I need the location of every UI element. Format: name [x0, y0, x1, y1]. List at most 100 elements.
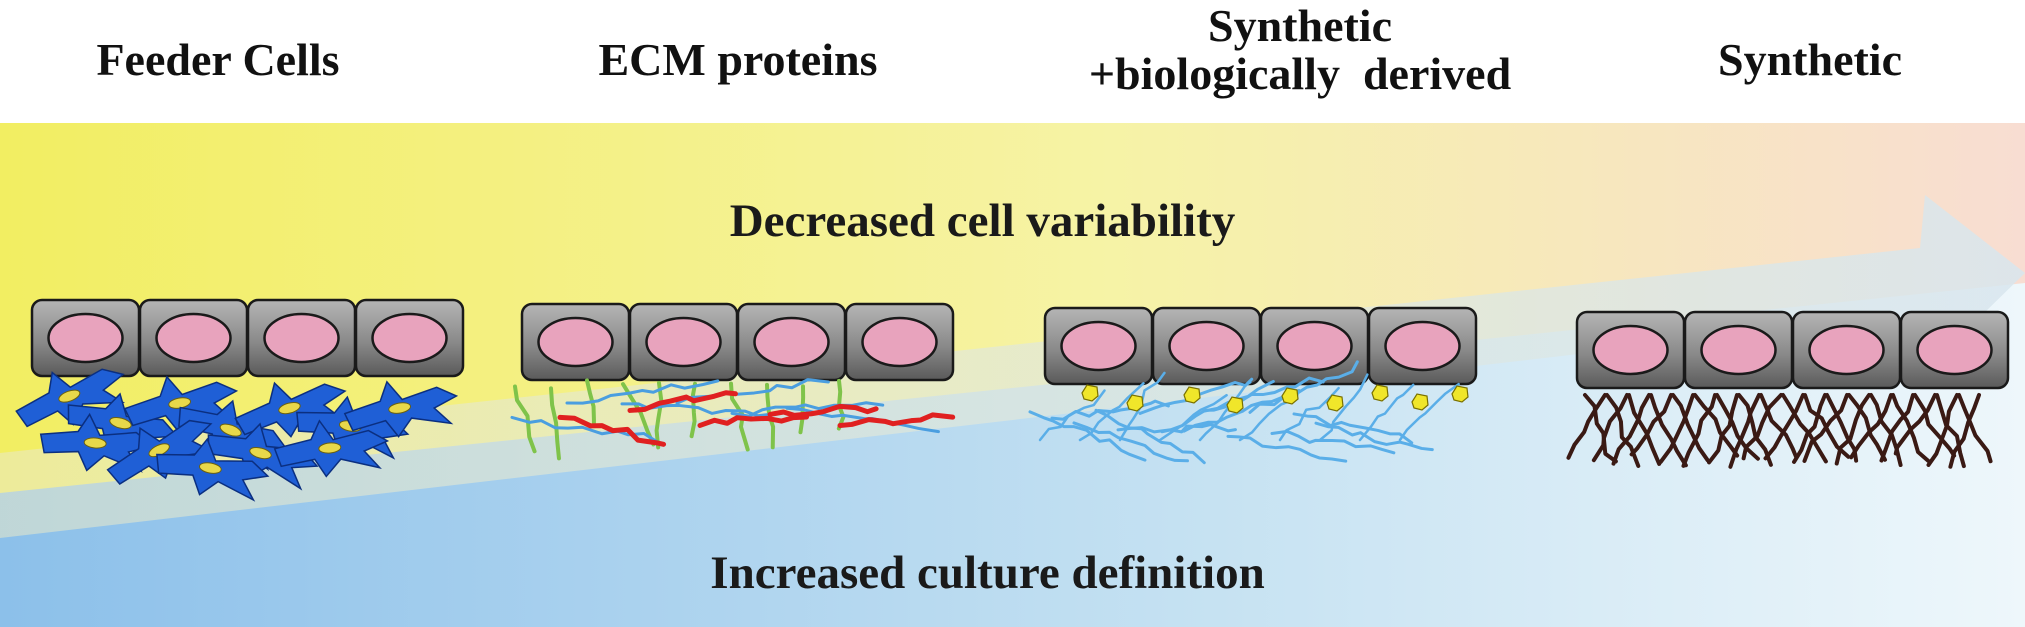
cell	[354, 298, 465, 378]
cell	[246, 298, 357, 378]
hybrid-bead	[1126, 394, 1144, 412]
category-label-line: Synthetic	[1208, 0, 1392, 51]
fiber	[767, 403, 879, 418]
category-label-line: ECM proteins	[598, 34, 878, 85]
cell	[1043, 306, 1154, 386]
cell	[520, 302, 631, 382]
fiber	[1116, 423, 1237, 434]
feeder-cell-nucleus	[249, 446, 272, 460]
fiber	[1834, 393, 1871, 466]
fiber	[1314, 421, 1434, 452]
matrix-feeder-cells	[15, 368, 459, 502]
cell-nucleus	[263, 312, 340, 364]
category-label-line: Synthetic	[1718, 34, 1902, 85]
bottom-trend-label: Increased culture definition	[710, 547, 1265, 599]
fiber	[1893, 393, 1937, 456]
cell-nucleus	[371, 312, 448, 364]
feeder-cell-nucleus	[198, 462, 222, 474]
cell-nucleus	[155, 312, 232, 364]
fiber	[557, 414, 667, 447]
fiber	[1358, 383, 1415, 442]
hybrid-bead	[1326, 394, 1344, 412]
fiber	[1566, 393, 1607, 460]
matrix-synthetic	[1566, 393, 1993, 469]
hybrid-bead	[1281, 387, 1299, 405]
fiber	[1398, 382, 1460, 442]
fiber	[689, 381, 697, 439]
fiber	[1913, 393, 1957, 458]
feeder-cell	[273, 419, 390, 478]
cell-nucleus	[1384, 320, 1461, 372]
cell	[628, 302, 739, 382]
feeder-cell-nucleus	[278, 401, 301, 415]
hybrid-bead	[1183, 386, 1201, 404]
fiber	[1802, 393, 1849, 463]
fiber	[1681, 393, 1717, 468]
cell-nucleus	[1276, 320, 1353, 372]
hybrid-bead	[1371, 384, 1389, 402]
fiber	[1781, 393, 1828, 464]
cell-nucleus	[1808, 324, 1885, 376]
category-label-line: Feeder Cells	[96, 34, 340, 85]
fiber	[585, 378, 596, 428]
fiber	[1957, 393, 1993, 464]
feeder-cell	[207, 422, 319, 491]
fiber	[1318, 373, 1369, 442]
cell-row-synthetic	[1575, 310, 2010, 390]
cell	[1683, 310, 1794, 390]
hybrid-bead	[1411, 393, 1429, 411]
fiber	[1693, 393, 1740, 458]
fiber	[1591, 393, 1629, 463]
cell	[736, 302, 847, 382]
fiber	[1198, 381, 1252, 442]
cell-nucleus	[1700, 324, 1777, 376]
fiber	[1248, 360, 1359, 414]
fiber	[1078, 382, 1145, 442]
fiber	[697, 414, 810, 428]
cell-row-ecm	[520, 302, 955, 382]
cell-nucleus	[1916, 324, 1993, 376]
feeder-cell	[106, 419, 216, 485]
matrix-hybrid	[1028, 360, 1469, 465]
fiber	[1072, 421, 1189, 463]
matrix-ecm-proteins	[510, 378, 956, 461]
cell	[1367, 306, 1478, 386]
fiber	[1737, 393, 1773, 467]
header-band	[0, 0, 2025, 123]
feeder-cell	[39, 412, 155, 473]
fiber	[1926, 393, 1959, 467]
fiber	[1270, 429, 1396, 455]
category-label-ecm: ECM proteins	[599, 36, 878, 84]
fiber	[1948, 393, 1981, 469]
blue-region	[0, 283, 2025, 627]
fiber	[1715, 393, 1760, 461]
fiber	[1792, 393, 1827, 464]
feeder-cell	[234, 381, 347, 438]
fiber	[513, 384, 537, 454]
trend-arrow	[0, 195, 2025, 538]
cell-nucleus	[537, 316, 614, 368]
feeder-cell-nucleus	[388, 402, 412, 414]
cell-nucleus	[1592, 324, 1669, 376]
feeder-cell-nucleus	[219, 423, 242, 437]
category-label-hybrid: Synthetic+biologically derived	[1089, 2, 1511, 98]
fiber	[1292, 412, 1414, 445]
fiber	[1649, 393, 1688, 468]
cell	[138, 298, 249, 378]
fiber	[1605, 393, 1641, 468]
cell-row-hybrid	[1043, 306, 1478, 386]
hybrid-bead	[1451, 385, 1469, 403]
fiber	[1158, 393, 1228, 442]
cell-nucleus	[645, 316, 722, 368]
hybrid-bead	[1226, 396, 1244, 414]
feeder-cell-nucleus	[109, 416, 132, 430]
fiber	[1204, 376, 1325, 412]
fiber	[1671, 393, 1710, 463]
cell	[1575, 310, 1686, 390]
feeder-cell	[343, 380, 459, 438]
fiber	[1741, 393, 1783, 461]
fiber	[1094, 408, 1206, 465]
fiber	[1627, 393, 1662, 466]
feeder-cell-nucleus	[58, 389, 81, 403]
